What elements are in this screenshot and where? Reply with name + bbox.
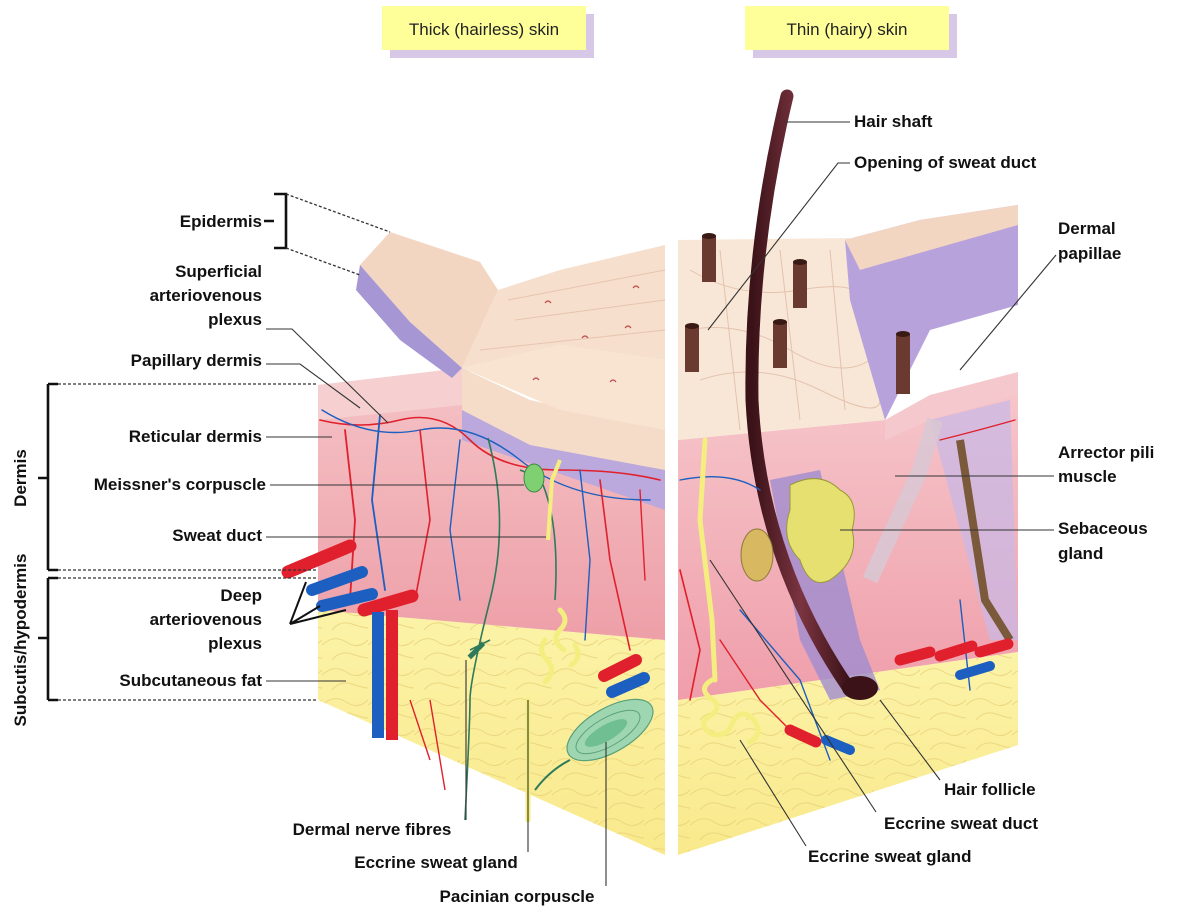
hair-bulb (842, 676, 878, 700)
meissners-corpuscle-shape (524, 464, 544, 492)
label-dermal-papillae-1: Dermal (1058, 219, 1116, 238)
label-arrector-2: muscle (1058, 467, 1117, 486)
title-thick-text: Thick (hairless) skin (409, 20, 559, 39)
label-reticular-dermis: Reticular dermis (129, 427, 262, 446)
label-eccrine-gland-right: Eccrine sweat gland (808, 847, 971, 866)
label-pacinian-corpuscle: Pacinian corpuscle (440, 887, 595, 906)
label-dermal-papillae-2: papillae (1058, 244, 1121, 263)
label-hair-shaft: Hair shaft (854, 112, 933, 131)
label-sweat-duct: Sweat duct (172, 526, 262, 545)
label-epidermis: Epidermis (180, 212, 262, 231)
label-superficial-1: Superficial (175, 262, 262, 281)
label-sebaceous-2: gland (1058, 544, 1103, 563)
label-deep-1: Deep (220, 586, 262, 605)
subcutis-vertical-label: Subcutis/hypodermis (11, 554, 30, 727)
label-papillary-dermis: Papillary dermis (131, 351, 262, 370)
label-superficial-2: arteriovenous (150, 286, 262, 305)
title-thin-text: Thin (hairy) skin (787, 20, 908, 39)
label-deep-3: plexus (208, 634, 262, 653)
label-eccrine-duct-right: Eccrine sweat duct (884, 814, 1038, 833)
label-subcutaneous-fat: Subcutaneous fat (119, 671, 262, 690)
thick-skin-block (288, 232, 665, 855)
dermis-vertical-label: Dermis (11, 449, 30, 507)
label-superficial-3: plexus (208, 310, 262, 329)
label-hair-follicle: Hair follicle (944, 780, 1036, 799)
label-eccrine-gland-left: Eccrine sweat gland (354, 853, 517, 872)
label-meissner: Meissner's corpuscle (94, 475, 266, 494)
label-dermal-nerve-fibres: Dermal nerve fibres (293, 820, 452, 839)
label-deep-2: arteriovenous (150, 610, 262, 629)
label-arrector-1: Arrector pili (1058, 443, 1154, 462)
label-sebaceous-1: Sebaceous (1058, 519, 1148, 538)
title-thick-skin: Thick (hairless) skin (382, 6, 594, 58)
title-thin-skin: Thin (hairy) skin (745, 6, 957, 58)
label-opening-sweat-duct: Opening of sweat duct (854, 153, 1037, 172)
